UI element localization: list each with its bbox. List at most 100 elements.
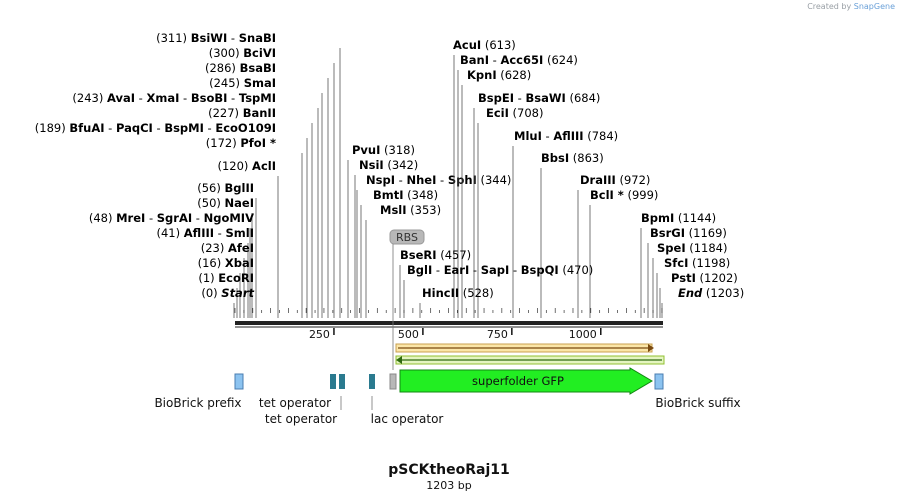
site-position: (1) (198, 271, 218, 285)
site-separator: - (105, 121, 116, 135)
enzyme-name: BbsI (541, 151, 569, 165)
site-separator: - (542, 129, 553, 143)
enzyme-name: KpnI (467, 68, 497, 82)
enzyme-name: AvaI (107, 91, 135, 105)
site-label: EciI (708) (486, 106, 544, 120)
site-label: BpmI (1144) (641, 211, 716, 225)
enzyme-name: BanI (460, 53, 489, 67)
enzyme-name: BsiWI (191, 31, 228, 45)
enzyme-name: XbaI (225, 256, 254, 270)
site-separator: - (489, 53, 500, 67)
enzyme-name: SapI (481, 263, 510, 277)
site-label: PstI (1202) (671, 271, 738, 285)
enzyme-name: NheI (406, 173, 436, 187)
enzyme-name: AflIII (553, 129, 583, 143)
restriction-site: BclI * (999) (589, 188, 658, 318)
site-separator: - (227, 91, 238, 105)
biobrick-prefix-label: BioBrick prefix (154, 396, 241, 410)
restriction-site: BsrGI (1169) (647, 226, 727, 318)
site-position: (23) (201, 241, 228, 255)
enzyme-name: NsiI (359, 158, 384, 172)
restriction-site: BspEI - BsaWI (684) (473, 91, 600, 318)
site-label: (120) AclI (217, 159, 276, 173)
restriction-site: MslI (353) (365, 203, 441, 318)
dna-backbone (235, 321, 663, 325)
enzyme-name: BspEI (478, 91, 514, 105)
site-label: SpeI (1184) (657, 241, 728, 255)
ruler-tick-label: 250 (309, 328, 330, 341)
site-position: (684) (566, 91, 601, 105)
site-label: BglI - EarI - SapI - BspQI (470) (407, 263, 593, 277)
restriction-site: (189) BfuAI - PaqCI - BspMI - EcoO109I (35, 121, 308, 318)
restriction-site: (286) BsaBI (205, 61, 329, 318)
enzyme-name: DraIII (580, 173, 616, 187)
enzyme-name: EcoRI (218, 271, 254, 285)
site-label: HincII (528) (422, 286, 494, 300)
site-label: MslI (353) (380, 203, 441, 217)
site-separator: - (227, 31, 238, 45)
site-label: (189) BfuAI - PaqCI - BspMI - EcoO109I (35, 121, 276, 135)
site-separator: - (469, 263, 480, 277)
restriction-site: BseRI (457) (399, 248, 471, 318)
enzyme-name: BmtI (373, 188, 404, 202)
site-label: BsrGI (1169) (650, 226, 727, 240)
site-position: (189) (35, 121, 70, 135)
lac-operator-label: lac operator (371, 412, 444, 426)
enzyme-name: AfeI (228, 241, 254, 255)
restriction-site: (172) PfoI * (206, 136, 303, 318)
site-label: BspEI - BsaWI (684) (478, 91, 600, 105)
site-label: BclI * (999) (590, 188, 658, 202)
enzyme-name: TspMI (239, 91, 276, 105)
enzyme-name: Start (221, 286, 254, 300)
site-separator: - (204, 121, 215, 135)
site-position: (1203) (702, 286, 744, 300)
site-position: (353) (407, 203, 442, 217)
restriction-site: (50) NaeI (197, 196, 254, 318)
site-position: (1202) (696, 271, 738, 285)
site-label: (286) BsaBI (205, 61, 276, 75)
restriction-site: (243) AvaI - XmaI - BsoBI - TspMI (72, 91, 319, 318)
snapgene-logo: SnapGene (853, 2, 895, 11)
restriction-site: EciI (708) (477, 106, 544, 318)
restriction-site: BmtI (348) (360, 188, 438, 318)
enzyme-name: SgrAI (157, 211, 192, 225)
site-label: BseRI (457) (400, 248, 471, 262)
site-label: (0) Start (201, 286, 254, 300)
tet-operator-feature (330, 374, 336, 389)
restriction-site: BanI - Acc65I (624) (457, 53, 578, 318)
site-label: (23) AfeI (201, 241, 254, 255)
site-position: (1144) (674, 211, 716, 225)
site-separator: - (153, 121, 164, 135)
site-position: (227) (208, 106, 243, 120)
tet-operator-label: tet operator (265, 412, 337, 426)
site-label: SfcI (1198) (664, 256, 730, 270)
site-position: (41) (157, 226, 184, 240)
enzyme-name: MluI (514, 129, 542, 143)
enzyme-name: BsoBI (191, 91, 228, 105)
enzyme-name: SmlI (226, 226, 255, 240)
enzyme-name: MreI (116, 211, 145, 225)
ruler-tick-label: 750 (487, 328, 508, 341)
restriction-site: (1) EcoRI (198, 271, 254, 318)
site-position: (1198) (688, 256, 730, 270)
enzyme-name: EciI (486, 106, 509, 120)
site-position: (56) (197, 181, 224, 195)
site-position: (120) (217, 159, 252, 173)
enzyme-name: NaeI (225, 196, 254, 210)
watermark-prefix: Created by (807, 2, 852, 11)
restriction-site: PstI (1202) (659, 271, 738, 318)
restriction-site: NsiI (342) (354, 158, 418, 318)
site-label: (56) BglII (197, 181, 254, 195)
site-position: (863) (569, 151, 604, 165)
site-position: (318) (380, 143, 415, 157)
enzyme-name: XmaI (146, 91, 179, 105)
enzyme-name: BanII (243, 106, 276, 120)
enzyme-name: BspMI (164, 121, 204, 135)
tet-operator-label: tet operator (259, 396, 331, 410)
site-position: (311) (156, 31, 191, 45)
enzyme-name: End (678, 286, 703, 300)
site-separator: - (395, 173, 406, 187)
enzyme-name: BsrGI (650, 226, 685, 240)
enzyme-name: EarI (444, 263, 470, 277)
